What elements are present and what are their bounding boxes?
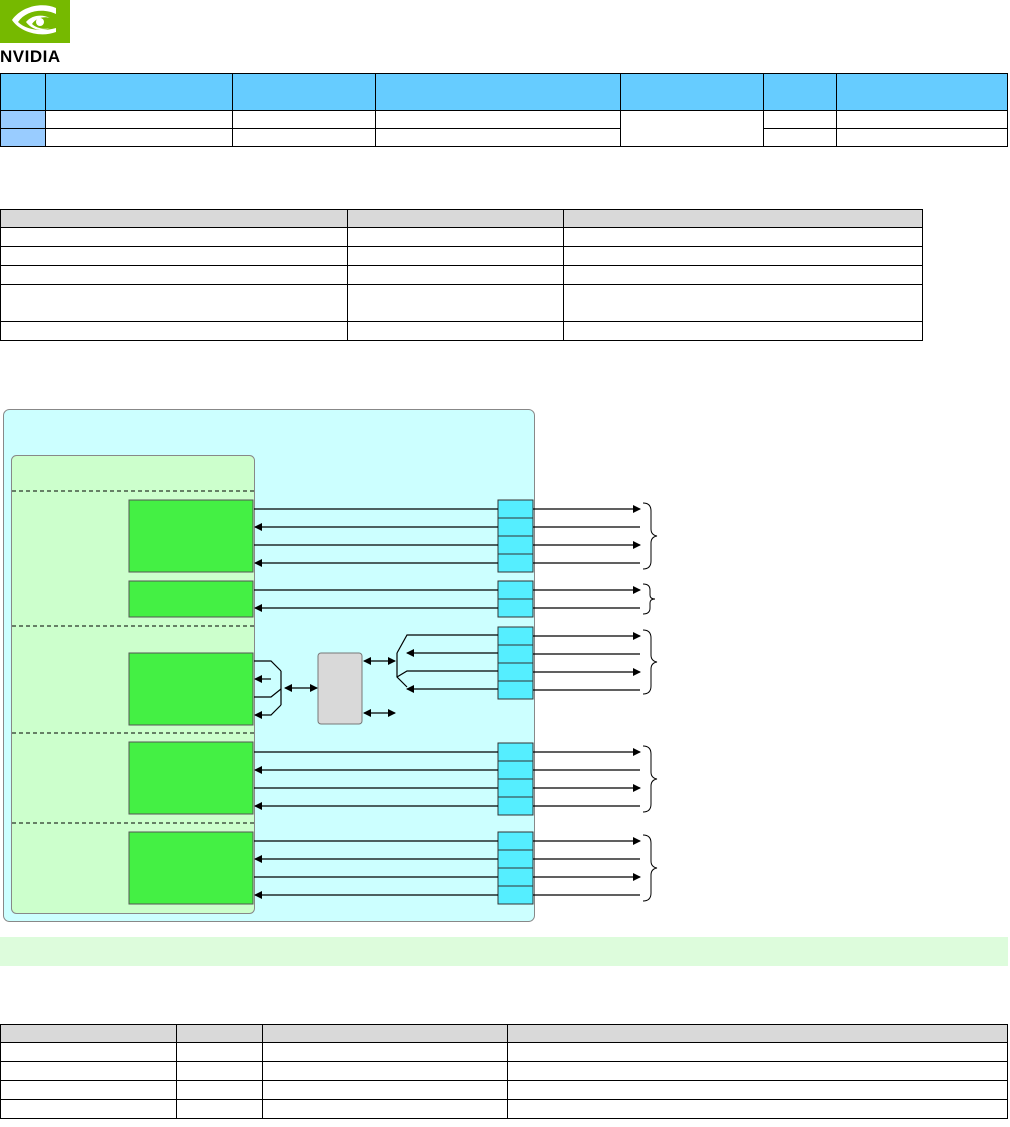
table-header-cell	[45, 73, 233, 111]
table-header-row	[0, 73, 1008, 111]
controller-blocks	[128, 499, 254, 905]
table-cell	[836, 110, 1008, 129]
table-row	[0, 265, 923, 285]
table-header-cell	[0, 73, 46, 111]
external-lines	[533, 505, 641, 896]
table-cell	[232, 110, 376, 129]
table-cell	[763, 110, 837, 129]
bottom-table	[0, 1024, 1008, 1119]
soc-dividers	[12, 490, 254, 824]
table-cell	[0, 1042, 177, 1062]
table-row	[0, 1042, 1008, 1062]
table-cell	[563, 284, 923, 322]
figure-caption	[0, 937, 1008, 966]
table-header-cell	[176, 1024, 263, 1043]
nvidia-wordmark: NVIDIA	[0, 47, 61, 66]
table-cell	[0, 128, 46, 147]
controller-block-3	[128, 652, 254, 726]
table-cell	[507, 1099, 1008, 1119]
table-row	[0, 227, 923, 247]
port-blocks	[497, 499, 534, 905]
table-header-cell	[0, 1024, 177, 1043]
table-cell	[563, 246, 923, 266]
table-cell	[563, 265, 923, 285]
table-cell	[347, 284, 564, 322]
controller-block-5	[128, 831, 254, 905]
nvidia-logo: NVIDIA	[0, 0, 92, 68]
table-row	[0, 1080, 1008, 1100]
table-cell	[176, 1042, 263, 1062]
table-cell	[620, 110, 764, 147]
table-cell	[563, 227, 923, 247]
controller-block-1	[128, 499, 254, 573]
table-header-cell	[262, 1024, 508, 1043]
table-cell	[0, 321, 348, 341]
table-header-cell	[563, 209, 923, 228]
signal-switch	[317, 652, 363, 725]
table-row	[0, 284, 923, 322]
table-row	[0, 321, 923, 341]
table-header-cell	[0, 209, 348, 228]
table-cell	[347, 227, 564, 247]
table-cell	[0, 284, 348, 322]
table-cell	[176, 1061, 263, 1081]
table-header-cell	[763, 73, 837, 111]
signal-lines	[254, 508, 498, 899]
table-cell	[262, 1061, 508, 1081]
table-cell	[0, 1099, 177, 1119]
table-row	[0, 128, 1008, 147]
table-cell	[0, 265, 348, 285]
table-cell	[0, 110, 46, 129]
table-cell	[347, 246, 564, 266]
table-cell	[0, 246, 348, 266]
table-header-cell	[232, 73, 376, 111]
table-cell	[0, 227, 348, 247]
table-cell	[176, 1099, 263, 1119]
table-header-cell	[620, 73, 764, 111]
table-cell	[176, 1080, 263, 1100]
table-cell	[375, 128, 621, 147]
table-cell	[262, 1080, 508, 1100]
table-cell	[507, 1080, 1008, 1100]
table-cell	[45, 128, 233, 147]
table-cell	[262, 1042, 508, 1062]
table-cell	[347, 265, 564, 285]
table-cell	[262, 1099, 508, 1119]
table-header-cell	[836, 73, 1008, 111]
table-cell	[507, 1061, 1008, 1081]
table-cell	[232, 128, 376, 147]
table-header-row	[0, 1024, 1008, 1043]
group-braces	[642, 502, 658, 902]
table-cell	[507, 1042, 1008, 1062]
table-row	[0, 110, 1008, 147]
table-header-cell	[507, 1024, 1008, 1043]
block-diagram	[3, 409, 658, 925]
table-cell	[763, 128, 837, 147]
controller-block-2	[128, 580, 254, 618]
table-cell	[836, 128, 1008, 147]
block-diagram-svg	[3, 409, 658, 922]
table-cell	[0, 1080, 177, 1100]
table-header-cell	[375, 73, 621, 111]
table-cell	[0, 1061, 177, 1081]
table-cell	[563, 321, 923, 341]
table-row	[0, 246, 923, 266]
table-header-cell	[347, 209, 564, 228]
signal-table	[0, 209, 923, 341]
revision-table	[0, 73, 1008, 147]
table-cell	[375, 110, 621, 129]
table-row	[0, 1099, 1008, 1119]
table-row	[0, 1061, 1008, 1081]
table-cell	[347, 321, 564, 341]
table-header-row	[0, 209, 923, 228]
table-cell	[45, 110, 233, 129]
nvidia-eye-icon	[0, 0, 70, 43]
controller-block-4	[128, 741, 254, 815]
